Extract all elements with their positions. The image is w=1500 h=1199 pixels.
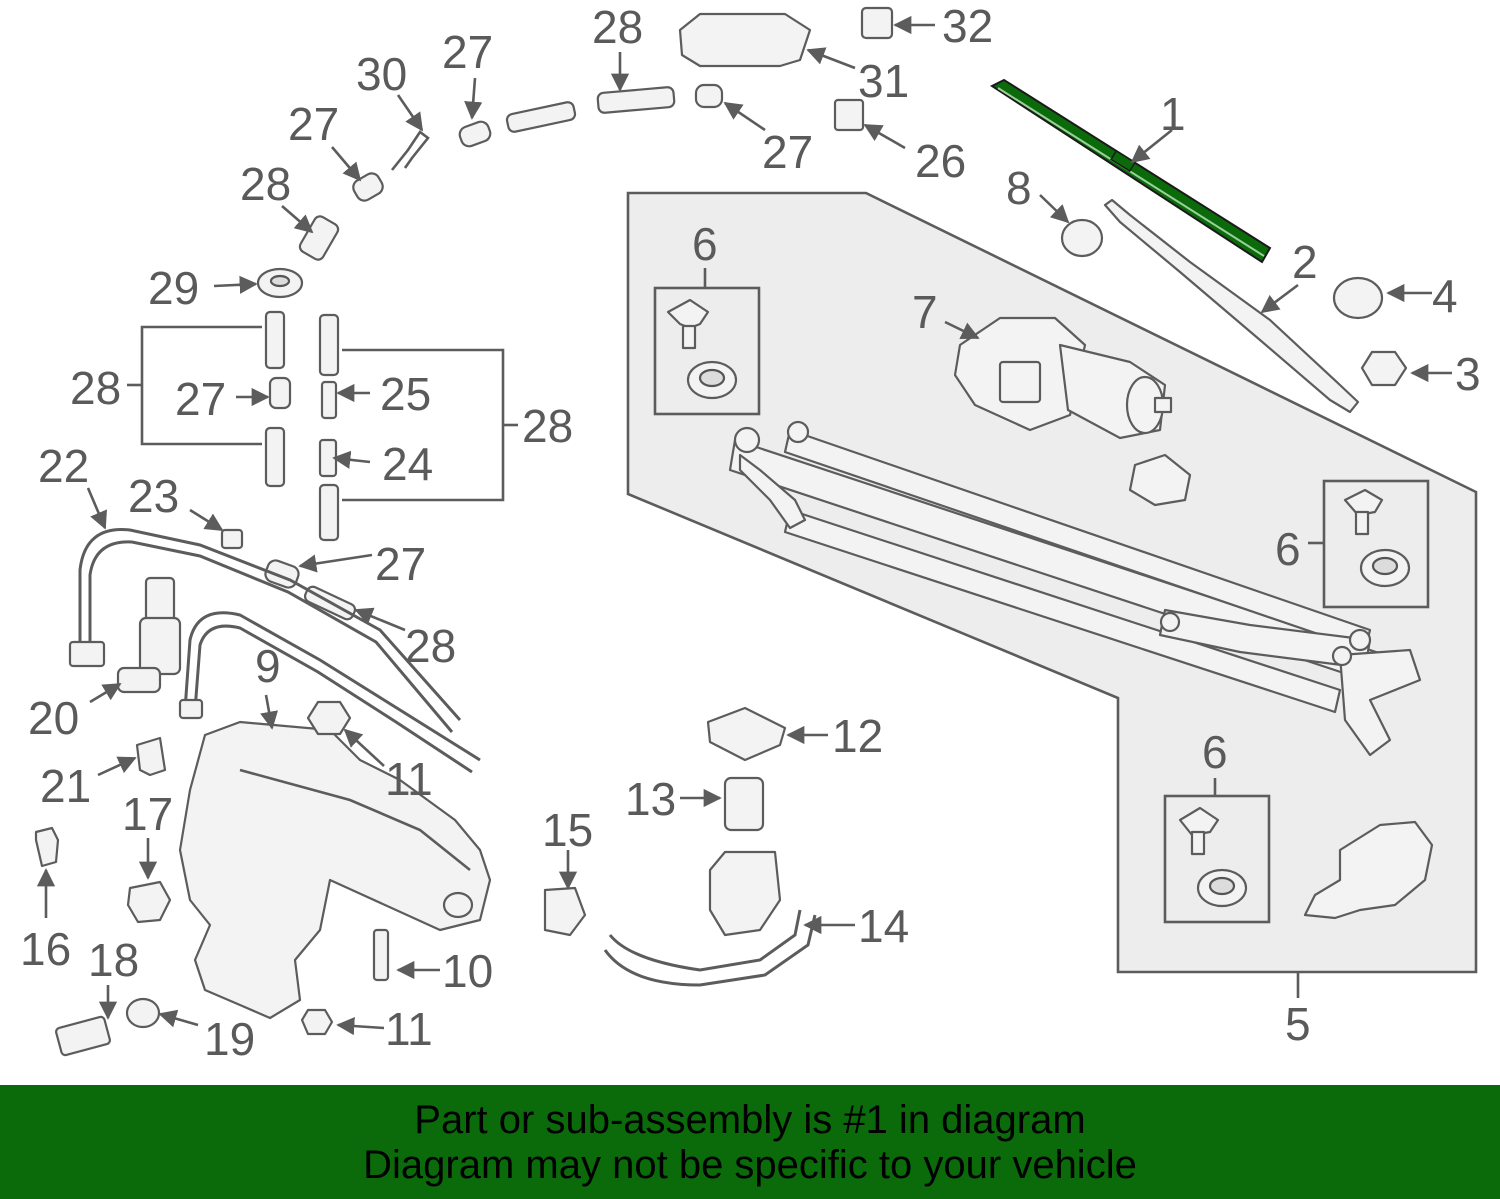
callout-5: 5 (1285, 998, 1311, 1050)
mounting-bracket (1303, 820, 1434, 920)
banner-line-1: Part or sub-assembly is #1 in diagram (414, 1098, 1086, 1142)
callout-14: 14 (858, 900, 909, 952)
callout-27c: 27 (762, 126, 813, 178)
washer-reservoir (178, 720, 492, 1020)
cap-part-4 (1332, 276, 1384, 320)
callout-3: 3 (1455, 348, 1481, 400)
callout-numbers: 1 2 3 4 5 6 6 6 7 8 9 10 11 11 12 13 14 … (20, 0, 1481, 1065)
callout-26: 26 (915, 135, 966, 187)
callout-17: 17 (122, 788, 173, 840)
callout-27d: 27 (175, 373, 226, 425)
banner-line-2: Diagram may not be specific to your vehi… (363, 1143, 1137, 1187)
callout-18: 18 (88, 934, 139, 986)
filler-neck-parts (603, 706, 817, 987)
callout-20: 20 (28, 692, 79, 744)
washer-pump (116, 576, 182, 694)
callout-28b: 28 (240, 158, 291, 210)
callout-24: 24 (382, 438, 433, 490)
cap-part-8 (1060, 218, 1104, 258)
callout-27b: 27 (442, 26, 493, 78)
callout-9: 9 (255, 640, 281, 692)
reservoir-port (442, 891, 474, 919)
grommet-box-3 (1163, 794, 1271, 924)
callout-32: 32 (942, 0, 993, 52)
grommet-box-1 (653, 286, 761, 416)
callout-12: 12 (832, 710, 883, 762)
group-28-left-bracket (127, 325, 262, 446)
callout-28a: 28 (592, 1, 643, 53)
wiper-arm-part-2 (1103, 198, 1360, 414)
callout-28c: 28 (70, 362, 121, 414)
callout-11a: 11 (385, 753, 433, 805)
grommet-box-2 (1322, 479, 1430, 609)
callout-29: 29 (148, 262, 199, 314)
callout-28e: 28 (405, 620, 456, 672)
callout-22: 22 (38, 440, 89, 492)
callout-4: 4 (1432, 270, 1458, 322)
callout-2: 2 (1292, 236, 1318, 288)
small-fittings (34, 700, 587, 1057)
group-28-right-bracket (342, 348, 518, 502)
callout-31: 31 (858, 55, 909, 107)
callout-28d: 28 (522, 400, 573, 452)
callout-27e: 27 (375, 538, 426, 590)
callout-8: 8 (1006, 162, 1032, 214)
callout-19: 19 (204, 1013, 255, 1065)
callout-11b: 11 (385, 1003, 433, 1055)
wiper-blade-part-1 (989, 78, 1272, 264)
callout-23: 23 (128, 470, 179, 522)
info-banner: Part or sub-assembly is #1 in diagram Di… (0, 1085, 1500, 1199)
wiper-motor (953, 316, 1192, 507)
callout-15: 15 (542, 804, 593, 856)
top-hose-fittings (256, 6, 894, 299)
leader-lines (36, 15, 1452, 1036)
callout-13: 13 (625, 773, 676, 825)
callout-25: 25 (380, 368, 431, 420)
callout-7: 7 (912, 286, 938, 338)
callout-6a: 6 (692, 218, 718, 270)
washer-hoses (68, 528, 481, 774)
callout-27a: 27 (288, 98, 339, 150)
callout-10: 10 (442, 945, 493, 997)
parts-diagram: 1 2 3 4 5 6 6 6 7 8 9 10 11 11 12 13 14 … (20, 0, 1481, 1065)
callout-30: 30 (356, 48, 407, 100)
reservoir-detail (239, 768, 471, 872)
callout-21: 21 (40, 760, 91, 812)
callout-6b: 6 (1275, 523, 1301, 575)
callout-1: 1 (1160, 88, 1186, 140)
callout-16: 16 (20, 923, 71, 975)
nut-part-3 (1360, 350, 1408, 387)
wiper-linkage (728, 420, 1422, 757)
callout-6c: 6 (1202, 726, 1228, 778)
